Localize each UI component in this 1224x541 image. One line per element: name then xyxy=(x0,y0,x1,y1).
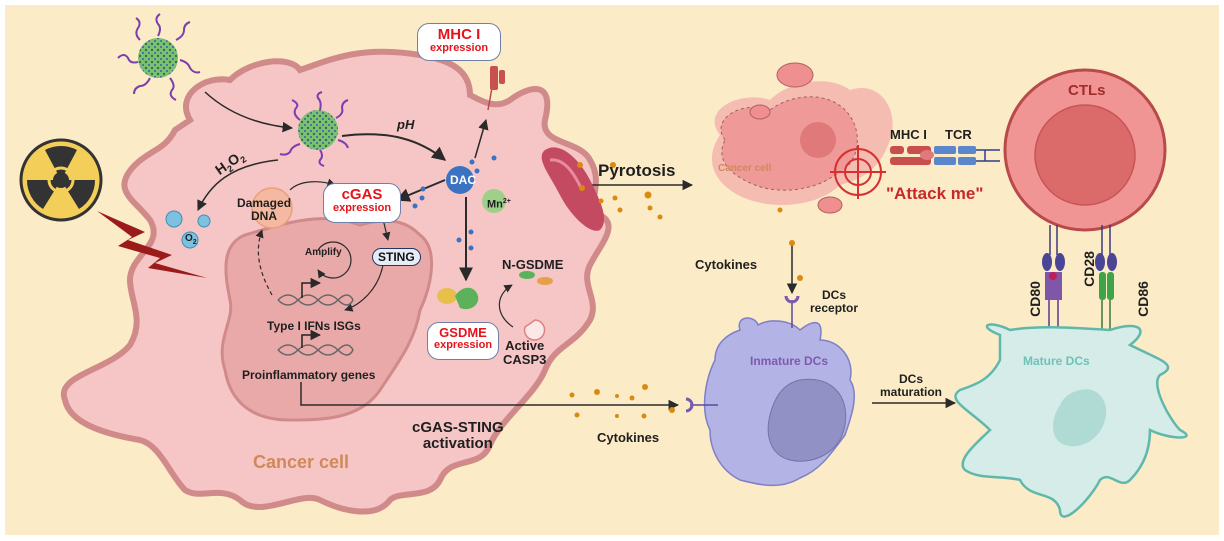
dna-helix-icon-ifn xyxy=(277,277,354,306)
mn-label: Mn2+ xyxy=(487,198,511,211)
caspase3-icon xyxy=(523,319,546,341)
cytokines-bottom-label: Cytokines xyxy=(597,430,660,445)
mature-dc-cell xyxy=(954,323,1188,518)
active-casp3-line1: Active xyxy=(505,338,545,353)
damaged-dna-line2: DNA xyxy=(251,208,278,223)
ctls-label: CTLs xyxy=(1068,82,1106,99)
attack-me-label: "Attack me" xyxy=(886,184,984,203)
dcs-receptor-label: DCs receptor xyxy=(810,289,858,314)
active-casp3-label: Active CASP3 xyxy=(503,339,546,366)
dcs-maturation-line1: DCs xyxy=(899,372,924,386)
n-gsdme-label: N-GSDME xyxy=(502,257,564,272)
active-casp3-line2: CASP3 xyxy=(503,351,547,367)
dcs-maturation-label: DCs maturation xyxy=(880,373,942,398)
mhc-receptor-icon xyxy=(487,66,505,111)
nanoparticle-icon-outside xyxy=(117,13,201,101)
mhc-box-subtitle: expression xyxy=(429,41,489,54)
cd28-label: CD28 xyxy=(1080,251,1097,287)
dna-helix-icon-proinflammatory xyxy=(277,329,354,356)
gsdme-box-subtitle: expression xyxy=(433,338,493,351)
cgas-sting-line2: activation xyxy=(422,434,493,452)
mhc-tcr-complex-icon xyxy=(890,146,1000,165)
oxygen-bubbles xyxy=(165,210,211,249)
pyrotosis-label: Pyrotosis xyxy=(598,161,676,180)
n-gsdme-fragment-icon xyxy=(519,271,553,285)
mhc-box-title: MHC I xyxy=(437,26,481,43)
dac-to-mhc-arrow xyxy=(474,118,489,159)
crosshair-target-icon xyxy=(830,145,886,199)
cgas-sting-cytokine-line xyxy=(300,382,680,411)
ctl-cell xyxy=(1003,68,1167,232)
dac-particles xyxy=(412,155,497,251)
damaged-dna-circle xyxy=(251,187,293,229)
cd80-label: CD80 xyxy=(1026,281,1043,317)
type1-ifns-label: Type I IFNs ISGs xyxy=(267,319,361,333)
mhc-i-label: MHC I xyxy=(890,127,927,142)
sting-to-ifn-arrow xyxy=(344,264,384,312)
mn-ion xyxy=(482,189,506,213)
damaged-dna-line1: Damaged xyxy=(237,196,292,210)
lightning-bolt-icon xyxy=(97,211,207,278)
tcr-label: TCR xyxy=(945,127,972,142)
mhc-expression-box: MHC I expression xyxy=(417,23,501,61)
dac-label: DAC xyxy=(450,173,476,187)
dcs-receptor-line1: DCs xyxy=(822,288,847,302)
cytokines-top-label: Cytokines xyxy=(695,257,758,272)
cgas-sting-line1: cGAS-STING xyxy=(412,419,504,436)
dcs-receptor-line2: receptor xyxy=(810,300,859,315)
gsdme-box-title: GSDME xyxy=(439,325,487,340)
gsdme-protein-icon xyxy=(437,287,479,310)
gsdme-expression-box: GSDME expression xyxy=(427,322,499,360)
nanoparticle-icon-inside xyxy=(279,91,349,167)
immature-dc-cell xyxy=(685,295,855,487)
casp3-arrow xyxy=(498,284,514,328)
sting-pill: STING xyxy=(372,248,421,266)
cancer-cell-label: Cancer cell xyxy=(253,452,350,472)
mature-dcs-label: Mature DCs xyxy=(1023,354,1090,368)
ph-arrow xyxy=(341,133,447,161)
ifn-to-dna-dashed-arrow xyxy=(255,229,273,296)
immature-dcs-label: Inmature DCs xyxy=(750,354,829,368)
dying-cancer-cell xyxy=(711,62,893,214)
diagram-graphics xyxy=(19,13,1188,518)
costimulatory-receptors xyxy=(1042,225,1117,330)
ph-label: pH xyxy=(397,117,415,132)
cd86-label: CD86 xyxy=(1134,281,1151,317)
diagram-canvas: MHC I expression pH H2O2 O2 Damaged DNA … xyxy=(5,5,1219,535)
dying-cancer-cell-label: Cancer cell xyxy=(718,163,772,174)
cgas-sting-activation-label: cGAS-STING activation xyxy=(412,420,504,452)
dcs-maturation-line2: maturation xyxy=(880,384,943,399)
radiation-hazard-icon xyxy=(19,138,103,222)
cgas-box-title: cGAS xyxy=(341,186,383,203)
cgas-box-subtitle: expression xyxy=(332,201,392,214)
amplify-loop xyxy=(317,241,352,279)
proinflammatory-label: Proinflammatory genes xyxy=(242,368,376,382)
cytokine-particles xyxy=(569,162,803,419)
amplify-label: Amplify xyxy=(305,247,342,258)
cgas-expression-box: cGAS expression xyxy=(323,183,401,223)
dac-molecule xyxy=(446,166,474,194)
damaged-dna-label: Damaged DNA xyxy=(237,197,291,222)
o2-label: O2 xyxy=(185,233,197,246)
h2o2-arrow xyxy=(197,159,279,211)
uptake-arrow xyxy=(204,91,294,133)
